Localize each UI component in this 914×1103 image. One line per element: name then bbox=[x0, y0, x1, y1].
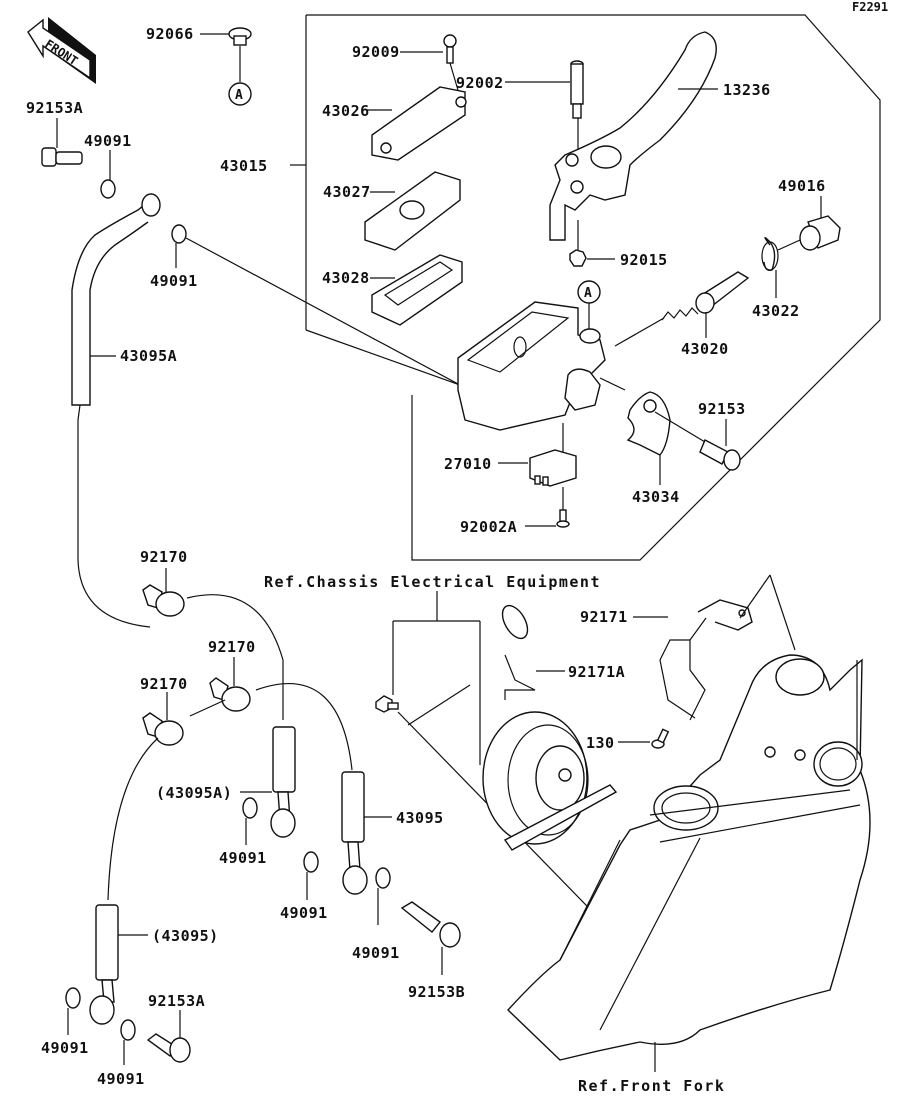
part-43020-piston bbox=[614, 271, 750, 347]
label-43027: 43027 bbox=[323, 183, 371, 201]
ref-front-fork: Ref.Front Fork bbox=[578, 1077, 725, 1095]
clamp-92170 bbox=[209, 657, 353, 771]
label-92170-a: 92170 bbox=[140, 548, 188, 566]
part-92002A-screw bbox=[556, 509, 570, 528]
label-92153: 92153 bbox=[698, 400, 746, 418]
hose-end-43095 bbox=[341, 771, 368, 895]
assembly-outline bbox=[306, 14, 881, 561]
figure-code: F2291 bbox=[852, 0, 888, 14]
part-130-screw bbox=[651, 728, 670, 749]
label-92002A: 92002A bbox=[460, 518, 517, 536]
part-92153B-bolt bbox=[400, 901, 461, 975]
label-130: 130 bbox=[586, 734, 615, 752]
label-92002: 92002 bbox=[456, 74, 504, 92]
hose-end-43095A bbox=[270, 726, 296, 838]
callout-a-marker-top bbox=[228, 82, 252, 106]
part-43028-diaphragm bbox=[371, 254, 463, 326]
label-43020: 43020 bbox=[681, 340, 729, 358]
washer-49091 bbox=[242, 797, 258, 819]
part-43026-cover bbox=[371, 86, 466, 161]
label-49091-c: 49091 bbox=[219, 849, 267, 867]
label-92153A-bottom: 92153A bbox=[148, 992, 205, 1010]
part-27010-switch bbox=[529, 423, 577, 510]
clamp-92170 bbox=[107, 692, 226, 901]
label-49091-d: 49091 bbox=[280, 904, 328, 922]
ref-chassis-electrical: Ref.Chassis Electrical Equipment bbox=[264, 573, 601, 591]
label-43034: 43034 bbox=[632, 488, 680, 506]
label-92170-b: 92170 bbox=[208, 638, 256, 656]
label-49091-f: 49091 bbox=[41, 1039, 89, 1057]
washer-49091 bbox=[171, 224, 187, 244]
part-92066: A bbox=[200, 27, 252, 106]
part-92009-screw bbox=[443, 34, 461, 98]
part-43034-clamp bbox=[626, 391, 671, 456]
svg-text:A: A bbox=[235, 88, 243, 103]
label-43095A-paren: (43095A) bbox=[156, 784, 232, 802]
label-92015: 92015 bbox=[620, 251, 668, 269]
label-92153A-top: 92153A bbox=[26, 99, 83, 117]
label-43095A: 43095A bbox=[120, 347, 177, 365]
part-92153A-bolt bbox=[41, 118, 83, 167]
svg-text:A: A bbox=[584, 286, 592, 301]
label-13236: 13236 bbox=[723, 81, 771, 99]
label-92009: 92009 bbox=[352, 43, 400, 61]
label-92170-c: 92170 bbox=[140, 675, 188, 693]
label-49091-g: 49091 bbox=[97, 1070, 145, 1088]
label-43095-paren: (43095) bbox=[152, 927, 219, 945]
washer-49091 bbox=[65, 987, 81, 1009]
label-27010: 27010 bbox=[444, 455, 492, 473]
front-fork-assembly bbox=[507, 654, 871, 1072]
label-43015: 43015 bbox=[220, 157, 268, 175]
washer-49091 bbox=[100, 179, 116, 199]
label-49091-b: 49091 bbox=[150, 272, 198, 290]
washer-49091 bbox=[375, 867, 391, 889]
label-92171A: 92171A bbox=[568, 663, 625, 681]
label-49091-a: 49091 bbox=[84, 132, 132, 150]
clamp-92170 bbox=[142, 568, 284, 720]
part-49016-boot bbox=[799, 215, 841, 251]
hose-end-43095-lower bbox=[89, 904, 119, 1025]
label-43026: 43026 bbox=[322, 102, 370, 120]
horn bbox=[482, 711, 618, 851]
label-92153B: 92153B bbox=[408, 983, 465, 1001]
washer-49091 bbox=[303, 851, 319, 873]
label-49016: 49016 bbox=[778, 177, 826, 195]
label-43095: 43095 bbox=[396, 809, 444, 827]
washer-49091 bbox=[120, 1019, 136, 1041]
part-92171-bracket bbox=[659, 574, 796, 721]
label-92171: 92171 bbox=[580, 608, 628, 626]
label-43022: 43022 bbox=[752, 302, 800, 320]
master-cylinder-body bbox=[457, 301, 606, 431]
label-49091-e: 49091 bbox=[352, 944, 400, 962]
label-43028: 43028 bbox=[322, 269, 370, 287]
part-92015-nut bbox=[569, 249, 587, 267]
part-13236-lever bbox=[549, 31, 717, 241]
front-arrow-icon: FRONT bbox=[27, 17, 96, 84]
hose-43095A bbox=[71, 193, 161, 628]
part-92171A-bracket bbox=[501, 604, 536, 700]
label-92066: 92066 bbox=[146, 25, 194, 43]
part-92153A-bolt-bottom bbox=[146, 1010, 191, 1063]
part-92153-bolt bbox=[654, 411, 741, 471]
